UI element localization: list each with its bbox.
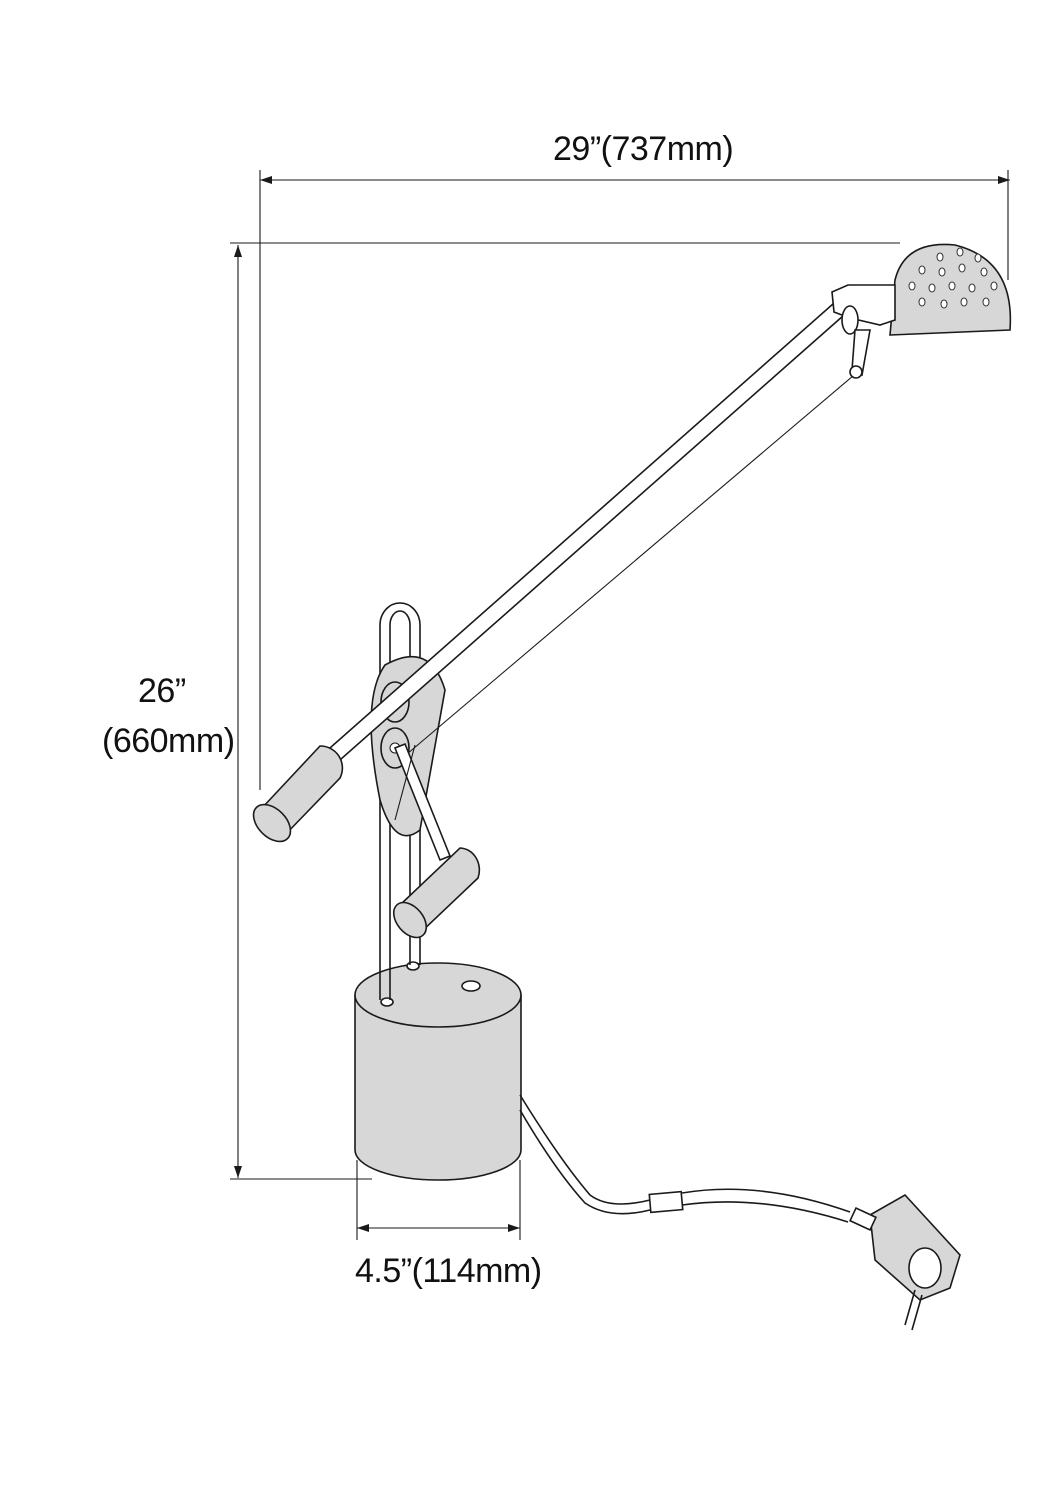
- base-dimension-label: 4.5”(114mm): [355, 1252, 542, 1290]
- height-dimension-line: [230, 242, 900, 1180]
- lamp-head: [831, 243, 1012, 379]
- counterweight-lower: [392, 742, 481, 939]
- base-dimension-line: [356, 1160, 521, 1240]
- main-arm: [303, 294, 861, 784]
- height-dimension-label-mm: (660mm): [102, 722, 235, 760]
- lamp-base: [354, 961, 522, 1181]
- width-dimension-label: 29”(737mm): [553, 130, 734, 168]
- ventilation-holes: [908, 247, 998, 309]
- height-dimension-label-inch: 26”: [138, 672, 186, 710]
- switch-button: [461, 980, 481, 992]
- power-cord: [519, 1094, 851, 1223]
- loop-post: [379, 602, 421, 1000]
- width-dimension-line: [259, 170, 1010, 790]
- counterweight-upper: [252, 745, 344, 843]
- power-adapter: [849, 1193, 961, 1331]
